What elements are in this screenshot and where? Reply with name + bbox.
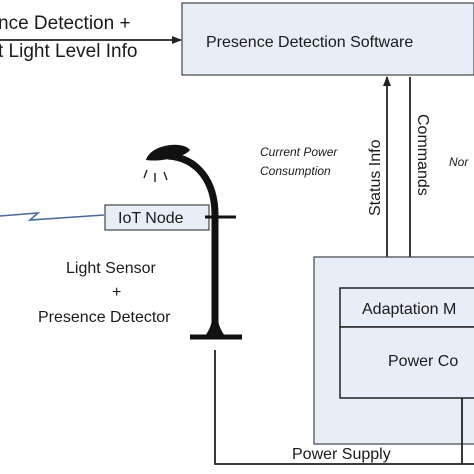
power-controller-box <box>339 326 474 399</box>
power-supply-label: Power Supply <box>292 446 391 463</box>
sensor-label-line1: Light Sensor <box>66 260 157 277</box>
power-controller-label: Power Co <box>388 353 458 370</box>
commands-label: Commands <box>414 114 431 196</box>
input-label-line2: t Light Level Info <box>0 41 137 62</box>
current-power-line2: Consumption <box>260 164 331 178</box>
adaptation-module-box <box>339 287 474 328</box>
input-label-line1: nce Detection + <box>0 13 131 34</box>
power-supply-line <box>214 350 474 465</box>
wireless-link-icon <box>0 212 105 221</box>
software-box-title: Presence Detection Software <box>206 34 413 51</box>
adaptation-module-label: Adaptation M <box>362 301 456 318</box>
current-power-line1: Current Power <box>260 145 338 159</box>
sensor-label-line2: + <box>112 284 121 301</box>
nor-label: Nor <box>449 155 469 169</box>
iot-node-label: IoT Node <box>118 210 184 227</box>
street-lamp-icon <box>143 144 242 340</box>
status-info-label: Status Info <box>367 139 384 216</box>
software-box <box>181 2 474 76</box>
sensor-label-line3: Presence Detector <box>38 309 171 326</box>
iot-node-box <box>104 204 210 231</box>
